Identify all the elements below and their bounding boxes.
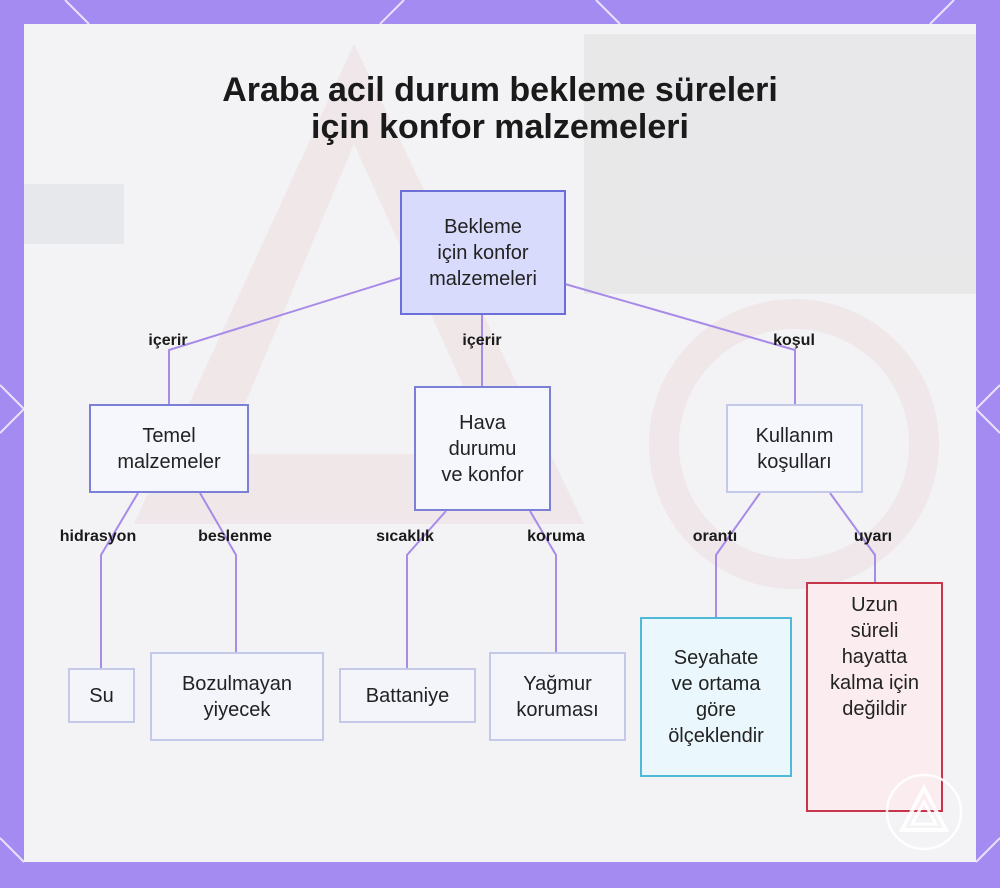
node-bozulmayan-line: Bozulmayan xyxy=(181,672,293,695)
edge-label-kosul: koşul xyxy=(773,332,815,349)
node-yagmur-korumasi: Yağmur koruması xyxy=(489,652,626,741)
edge-hava-battaniye xyxy=(406,510,447,668)
node-battaniye: Battaniye xyxy=(339,668,476,723)
node-hava-line: Hava xyxy=(459,411,506,434)
node-seyahate-line: göre xyxy=(695,699,736,721)
edge-temel-bozulmayan xyxy=(199,492,237,652)
node-su-label: Su xyxy=(89,684,114,707)
node-temel-line: malzemeler xyxy=(117,450,221,473)
node-su: Su xyxy=(68,668,135,723)
node-seyahate-line: Seyahate xyxy=(673,647,759,669)
node-seyahate-line: ölçeklendir xyxy=(668,725,764,747)
edge-kullanim-uzun xyxy=(829,492,876,582)
edge-hava-yagmur xyxy=(529,510,557,652)
edge-label-sicaklik: sıcaklık xyxy=(376,528,434,545)
node-uzun-line: hayatta xyxy=(841,646,908,668)
node-uzun-sureli-uyari: Uzun süreli hayatta kalma için değildir xyxy=(806,582,943,812)
node-yagmur-line: koruması xyxy=(516,698,599,721)
node-root: Bekleme için konfor malzemeleri xyxy=(400,190,566,315)
node-seyahate-line: ve ortama xyxy=(671,673,761,695)
node-kullanim-kosullari: Kullanım koşulları xyxy=(726,404,863,493)
edge-root-kullanim xyxy=(564,283,796,404)
node-yagmur-line: Yağmur xyxy=(523,672,592,695)
title-line-1: Araba acil durum bekleme süreleri xyxy=(222,71,778,109)
node-uzun-line: süreli xyxy=(850,620,899,642)
edge-label-icerir-temel: içerir xyxy=(148,332,188,349)
node-battaniye-label: Battaniye xyxy=(365,684,450,707)
edge-temel-su xyxy=(100,492,139,668)
node-kullanim-line: koşulları xyxy=(757,450,832,473)
edge-root-temel xyxy=(168,277,401,404)
node-root-line: Bekleme xyxy=(444,215,522,238)
edge-label-koruma: koruma xyxy=(527,528,585,545)
node-hava-line: durumu xyxy=(448,437,517,460)
node-uzun-line: kalma için xyxy=(830,672,919,694)
watermark-logo-icon xyxy=(885,773,963,851)
node-root-line: için konfor xyxy=(437,241,529,264)
node-temel-malzemeler: Temel malzemeler xyxy=(89,404,249,493)
edge-label-uyari: uyarı xyxy=(853,528,893,545)
title-line-2: için konfor malzemeleri xyxy=(311,108,689,146)
node-temel-line: Temel xyxy=(142,424,196,447)
edge-label-oranti: orantı xyxy=(692,528,738,545)
edge-label-hidrasyon: hidrasyon xyxy=(59,528,137,545)
node-uzun-line: Uzun xyxy=(851,594,898,616)
edge-label-icerir-hava: içerir xyxy=(462,332,502,349)
edge-kullanim-seyahate xyxy=(715,492,761,617)
node-bozulmayan-line: yiyecek xyxy=(203,698,271,721)
node-bozulmayan-yiyecek: Bozulmayan yiyecek xyxy=(150,652,324,741)
node-kullanim-line: Kullanım xyxy=(755,424,834,447)
node-root-line: malzemeleri xyxy=(429,267,537,290)
node-seyahate-olceklendir: Seyahate ve ortama göre ölçeklendir xyxy=(640,617,792,777)
node-hava-line: ve konfor xyxy=(441,463,524,486)
diagram-title: Araba acil durum bekleme süreleri için k… xyxy=(0,72,1000,146)
node-hava-durumu: Hava durumu ve konfor xyxy=(414,386,551,511)
node-uzun-line: değildir xyxy=(842,698,907,720)
edge-label-beslenme: beslenme xyxy=(198,528,272,545)
